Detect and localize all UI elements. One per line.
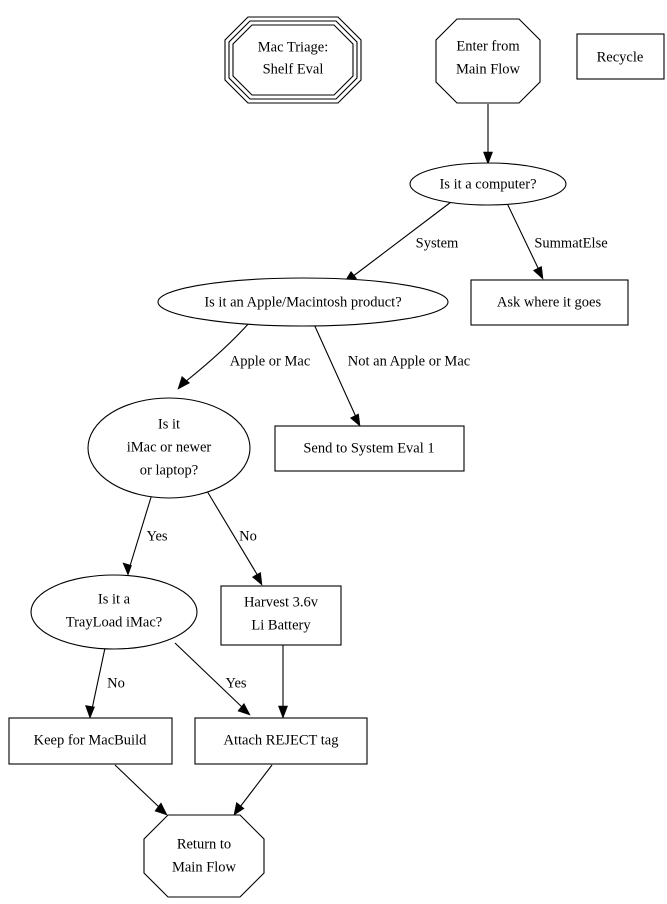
edge-label-apple-or-mac: Apple or Mac [230,353,311,369]
edge-line [114,764,161,809]
edge-harvest-to-attach-reject [278,645,288,719]
node-is-it-a-trayload-imac[interactable]: Is it a TrayLoad iMac? [30,574,198,650]
node-is-it-an-apple-macintosh-product[interactable]: Is it an Apple/Macintosh product? [157,277,449,327]
node-is-it-imac-or-newer-or-laptop[interactable]: Is it iMac or newer or laptop? [87,397,251,499]
node-shape-box [576,33,665,80]
edge-is-computer-to-ask-where: SummatElse [504,198,608,280]
node-ask-where-it-goes[interactable]: Ask where it goes [470,279,629,326]
arrow-head-icon [278,705,288,719]
node-shape-octagon [435,18,541,104]
edge-line [91,647,106,710]
node-label-line2: Main Flow [456,61,521,77]
node-label-line1: Mac Triage: [258,39,328,55]
node-send-to-system-eval-1[interactable]: Send to System Eval 1 [274,425,465,472]
arrow-head-icon [532,266,544,280]
node-label-line1: Enter from [456,38,520,54]
edge-line [174,642,244,709]
node-label-line1: Keep for MacBuild [34,732,147,748]
node-shape-ellipse [409,162,567,206]
node-label-line2: iMac or newer [127,439,212,455]
node-label-line2: TrayLoad iMac? [66,614,163,630]
arrow-head-icon [251,572,263,586]
arrow-head-icon [154,802,168,816]
node-title[interactable]: Mac Triage: Shelf Eval [224,16,362,104]
node-shape-ellipse [157,277,449,327]
node-shape-ellipse [87,397,251,499]
node-keep-for-macbuild[interactable]: Keep for MacBuild [8,717,173,765]
node-shape-box [274,425,465,472]
node-label-line1: Ask where it goes [497,294,602,310]
edge-line [239,764,273,808]
arrow-head-icon [349,413,361,427]
edge-enter-to-is-computer [483,104,493,165]
node-return-to-main-flow[interactable]: Return to Main Flow [143,814,265,898]
edge-is-imac-to-is-trayload: Yes [122,493,168,576]
node-label-line1: Return to [177,836,231,852]
node-label-line2: Main Flow [172,859,237,875]
arrow-head-icon [233,801,245,816]
edge-is-imac-to-harvest: No [206,490,263,586]
node-label-line1: Is it an Apple/Macintosh product? [204,294,401,310]
edge-line [184,321,251,383]
node-label-line2: Shelf Eval [263,61,324,77]
edge-line [351,198,456,278]
edge-label-yes-imac: Yes [146,528,167,544]
node-shape-box [8,717,173,765]
arrow-head-icon [85,705,95,719]
edge-attach-reject-to-return-main [233,764,273,816]
node-recycle[interactable]: Recycle [576,33,665,80]
node-shape-octagon [143,814,265,898]
node-shape-box [194,717,368,765]
node-label-line1: Harvest 3.6v [244,594,319,610]
node-label-line2: Li Battery [251,617,311,633]
edge-line [312,321,357,418]
edge-label-summatelse: SummatElse [534,235,607,251]
edge-label-no-trayload: No [107,675,125,691]
arrow-head-icon [483,151,493,165]
edge-is-apple-to-is-imac: Apple or Mac [177,321,311,390]
edge-label-not-an-apple-or-mac: Not an Apple or Mac [348,353,470,369]
node-shape-ellipse [30,574,198,650]
edge-is-apple-to-send-eval1: Not an Apple or Mac [312,321,470,427]
edge-is-trayload-to-keep-macbuild: No [85,647,125,719]
node-enter-from-main-flow[interactable]: Enter from Main Flow [435,18,541,104]
node-label-line1: Attach REJECT tag [224,732,339,748]
edge-keep-macbuild-to-return-main [114,764,168,816]
arrow-head-icon [122,562,132,576]
node-label-line1: Is it a [98,591,131,607]
edge-line [206,490,259,577]
arrow-head-icon [177,375,191,390]
node-attach-reject-tag[interactable]: Attach REJECT tag [194,717,368,765]
node-shape-box [220,585,342,646]
node-shape-inner-octagon [232,24,354,96]
edge-is-computer-to-is-apple: System [343,198,459,284]
node-label-line1: Send to System Eval 1 [303,440,434,456]
node-label-line1: Recycle [597,49,644,65]
node-label-line1: Is it a computer? [439,176,536,192]
edge-line [504,198,540,271]
node-shape-box [470,279,629,326]
node-label-line3: or laptop? [140,462,198,478]
edge-is-trayload-to-attach-reject: Yes [174,642,251,716]
edge-line [129,493,153,567]
node-is-it-a-computer[interactable]: Is it a computer? [409,162,567,206]
edge-label-no-imac: No [239,528,257,544]
edge-label-yes-trayload: Yes [225,675,246,691]
node-label-line1: Is it [158,416,180,432]
node-harvest-battery[interactable]: Harvest 3.6v Li Battery [220,585,342,646]
edge-label-system: System [416,235,459,251]
arrow-head-icon [237,702,251,716]
